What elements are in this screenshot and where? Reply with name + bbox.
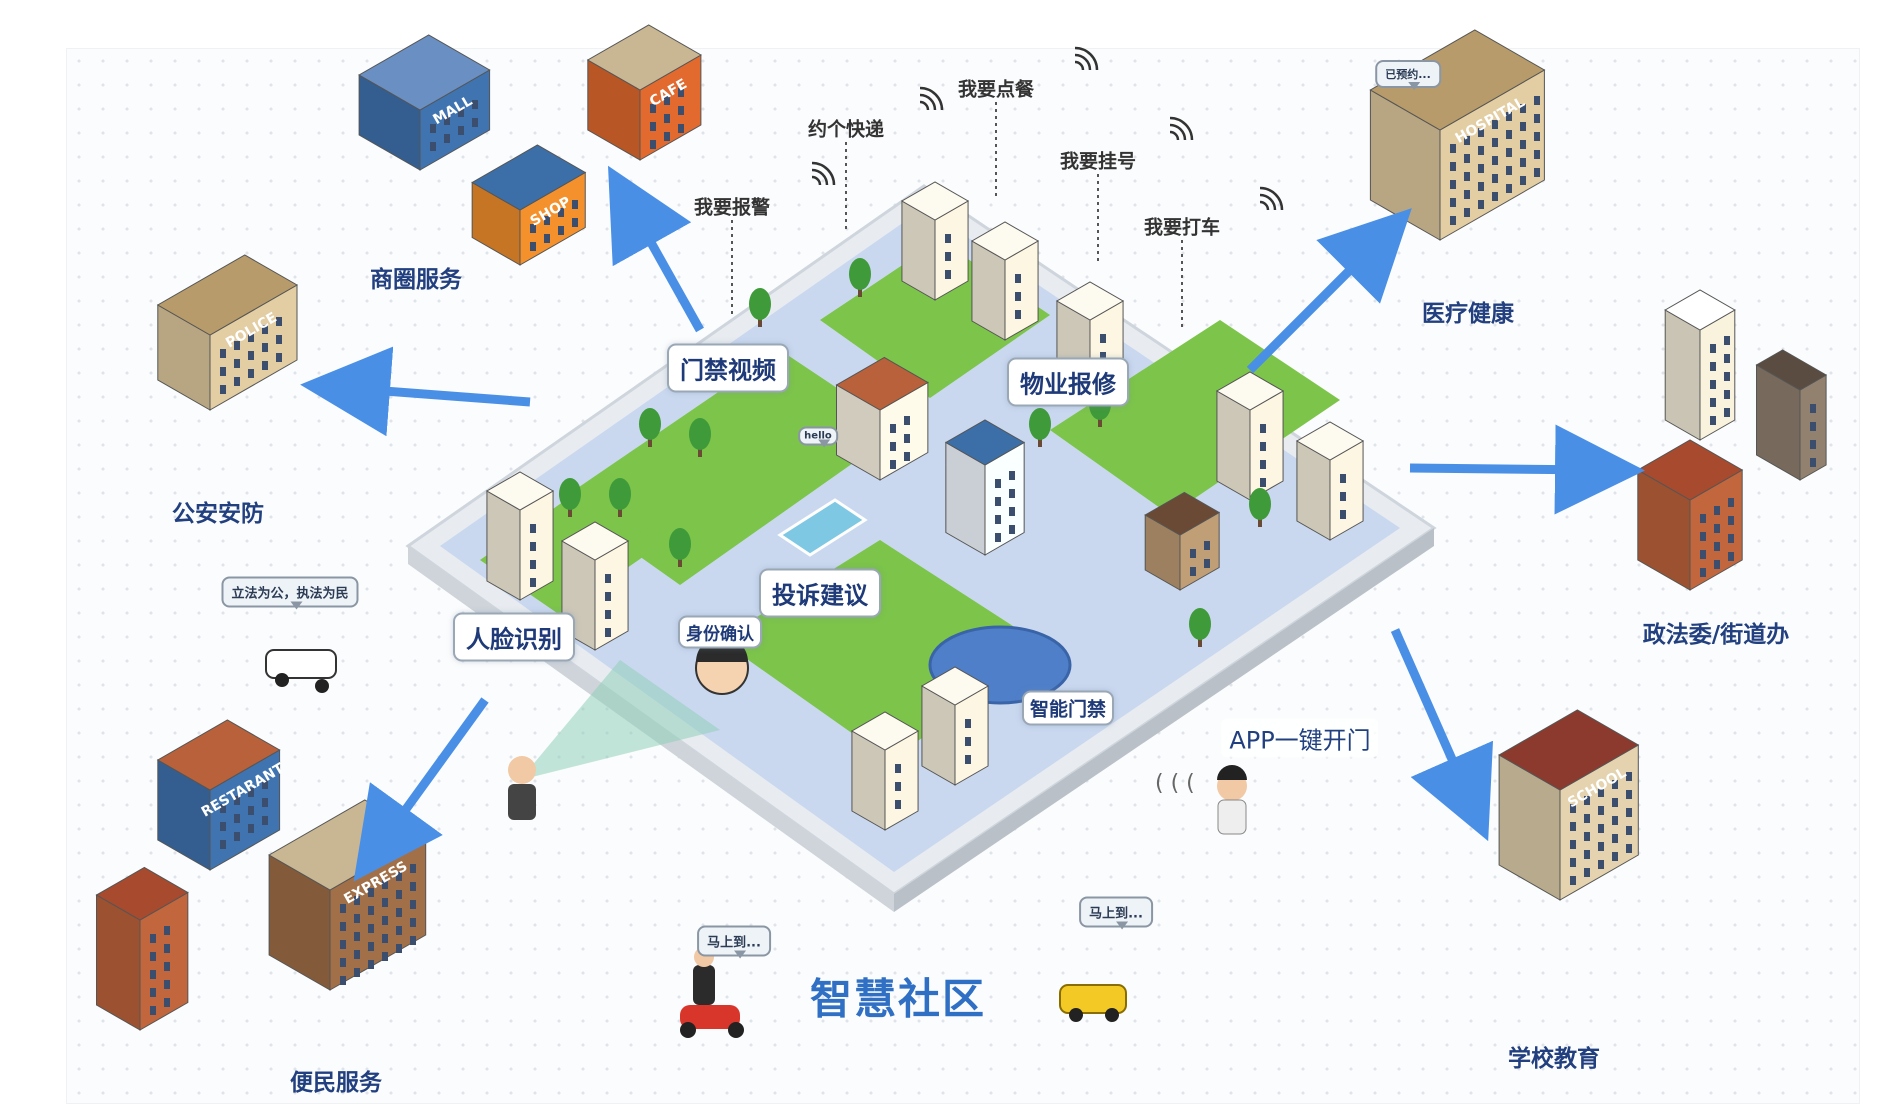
- signal-lines: [731, 102, 1183, 330]
- apartment-tower: [485, 471, 555, 601]
- wifi-signal-icon: [919, 86, 944, 111]
- pool: [777, 498, 868, 557]
- villa-house: [835, 356, 929, 481]
- taxi-icon: [1059, 984, 1127, 1022]
- feature-face-recognition: 人脸识别: [453, 612, 575, 662]
- delivery-scooter-icon: [680, 947, 744, 1038]
- police-car-icon: [265, 649, 337, 693]
- apartment-tower: [850, 711, 920, 831]
- police-station: POLICE: [156, 254, 299, 411]
- category-medical: 医疗健康: [1422, 301, 1514, 327]
- tree-icon: [669, 528, 691, 567]
- tree-icon: [749, 288, 771, 327]
- hello-speech-bubble: hello: [798, 426, 838, 448]
- hospital-building: HOSPITAL: [1369, 29, 1546, 241]
- feature-identity-check: 身份确认: [678, 615, 762, 649]
- request-courier: 约个快递: [807, 118, 885, 141]
- arrow: [608, 165, 704, 333]
- house-building: [95, 866, 189, 1031]
- svg-text:( ( (: ( ( (: [1155, 771, 1195, 796]
- arrow: [353, 697, 489, 882]
- diagram-title: 智慧社区: [809, 974, 987, 1024]
- wifi-signal-icon: [811, 161, 836, 186]
- tree-icon: [1029, 408, 1051, 447]
- government-annex: [1755, 349, 1828, 481]
- tree-icon: [1189, 608, 1211, 647]
- wifi-signal-icon: [1169, 116, 1194, 141]
- taxi-speech-bubble: 马上到...: [1079, 896, 1153, 930]
- park-lawn: [560, 350, 900, 585]
- feature-smart-access: 智能门禁: [1021, 690, 1115, 726]
- feature-app-open-door: APP一键开门: [1221, 718, 1379, 758]
- wifi-signal-icon: [1074, 46, 1099, 71]
- category-business: 商圈服务: [370, 267, 462, 293]
- apartment-tower: [1215, 371, 1285, 501]
- apartment-tower: [920, 666, 990, 786]
- request-taxi: 我要打车: [1143, 216, 1221, 239]
- tree-icon: [559, 478, 581, 517]
- apartment-tower: [900, 181, 970, 301]
- feature-property-repair: 物业报修: [1007, 357, 1129, 407]
- arrow: [1246, 208, 1412, 374]
- arrow: [1390, 628, 1494, 842]
- lawn: [1050, 320, 1340, 515]
- apartment-tower: [970, 221, 1040, 341]
- tree-icon: [639, 408, 661, 447]
- school-building: SCHOOL: [1498, 709, 1640, 901]
- delivery-speech-bubble: 马上到...: [697, 925, 771, 959]
- camera-beam: [520, 660, 720, 780]
- person-icon: [508, 756, 536, 820]
- arrow: [300, 346, 531, 437]
- wifi-signal-icon: [1259, 186, 1284, 211]
- tree-icon: [1249, 488, 1271, 527]
- category-government: 政法委/街道办: [1642, 622, 1790, 648]
- arrow: [1409, 424, 1645, 515]
- apartment-tower: [1295, 421, 1365, 541]
- person-with-phone-icon: ( ( (: [1155, 765, 1247, 835]
- blue-apartment: [944, 419, 1026, 556]
- shop-building: SHOP: [471, 144, 587, 266]
- category-school: 学校教育: [1508, 1046, 1600, 1072]
- request-register: 我要挂号: [1059, 150, 1137, 173]
- tree-icon: [689, 418, 711, 457]
- cottage-house: [1144, 491, 1221, 591]
- feature-complaint: 投诉建议: [759, 568, 881, 618]
- government-house: [1636, 439, 1744, 591]
- feature-access-video: 门禁视频: [667, 343, 789, 393]
- request-order-food: 我要点餐: [957, 78, 1035, 101]
- request-report-police: 我要报警: [693, 196, 771, 219]
- government-tower: [1664, 289, 1736, 441]
- hospital-speech-bubble: 已预约...: [1375, 60, 1441, 90]
- police-slogan-bubble: 立法为公，执法为民: [221, 576, 359, 610]
- category-convenience: 便民服务: [290, 1070, 382, 1096]
- tree-icon: [849, 258, 871, 297]
- express-building: EXPRESS: [268, 799, 427, 991]
- cafe-building: CAFE: [586, 24, 702, 161]
- mall-building: MALL: [358, 34, 491, 171]
- restaurant-building: RESTARANT: [156, 719, 287, 871]
- category-police: 公安安防: [172, 501, 264, 527]
- tree-icon: [609, 478, 631, 517]
